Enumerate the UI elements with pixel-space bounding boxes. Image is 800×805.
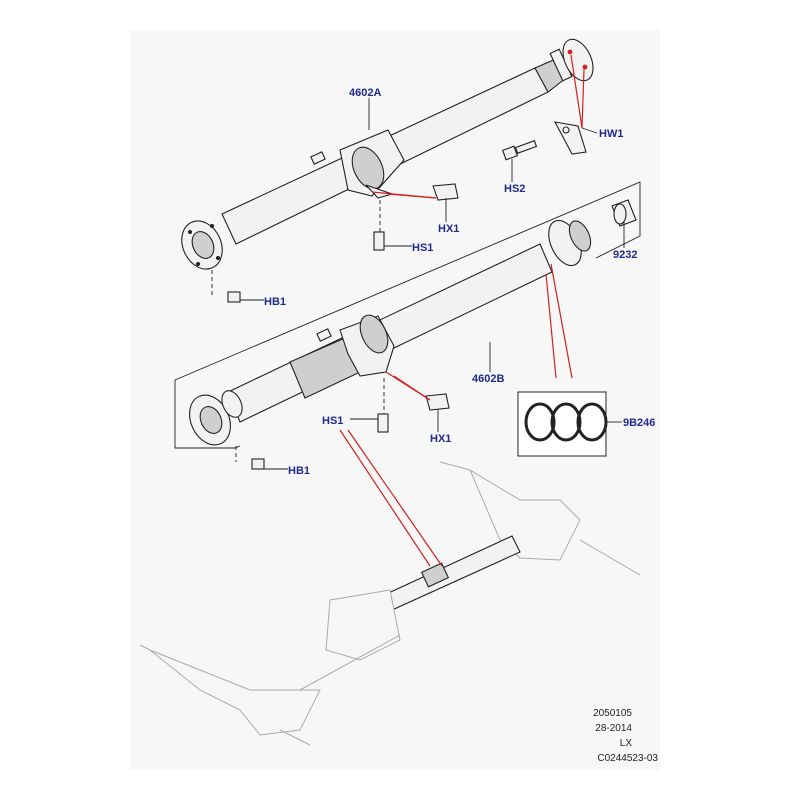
- vehicle-driveline: [139, 461, 641, 746]
- bracket-box-4602b: [174, 181, 641, 449]
- callout-hs1-bottom[interactable]: HS1: [322, 415, 343, 427]
- leader-lines: [211, 54, 625, 567]
- footer-line-4: C0244523-03: [597, 753, 658, 764]
- hardware-top: [227, 121, 637, 303]
- callout-hx1-bottom[interactable]: HX1: [430, 433, 451, 445]
- footer-line-1: 2050105: [593, 708, 632, 719]
- callout-hx1-top[interactable]: HX1: [438, 223, 459, 235]
- callout-4602a[interactable]: 4602A: [349, 87, 381, 99]
- callout-hs2[interactable]: HS2: [504, 183, 525, 195]
- seal-ring-box-9b246[interactable]: [517, 391, 608, 457]
- footer-line-3: LX: [620, 738, 633, 749]
- callout-9b246[interactable]: 9B246: [623, 417, 655, 429]
- propeller-shaft-4602a[interactable]: [174, 35, 599, 276]
- bolt-hb1-bottom[interactable]: [251, 458, 265, 470]
- bolt-hs1-top[interactable]: [373, 231, 385, 251]
- callout-labels: 4602A HW1 HS2 HX1 HS1 HB1 9232 4602B 9B2…: [264, 87, 655, 477]
- callout-hb1-bottom[interactable]: HB1: [288, 465, 310, 477]
- hardware-bottom: [251, 393, 450, 470]
- bolt-hb1-top[interactable]: [227, 291, 241, 303]
- nut-hx1-bottom[interactable]: [425, 393, 450, 411]
- callout-hs1-top[interactable]: HS1: [412, 242, 433, 254]
- callout-hb1-top[interactable]: HB1: [264, 296, 286, 308]
- propeller-shaft-4602b[interactable]: [182, 215, 595, 451]
- callout-hw1[interactable]: HW1: [599, 128, 623, 140]
- footer-line-2: 28-2014: [595, 723, 632, 734]
- footer-info: 2050105 28-2014 LX C0244523-03: [593, 708, 658, 764]
- callout-4602b[interactable]: 4602B: [472, 373, 504, 385]
- bolt-hs1-bottom[interactable]: [377, 413, 389, 433]
- callout-9232[interactable]: 9232: [613, 249, 637, 261]
- bolt-hs2[interactable]: [501, 145, 519, 161]
- nut-hx1-top[interactable]: [432, 183, 459, 201]
